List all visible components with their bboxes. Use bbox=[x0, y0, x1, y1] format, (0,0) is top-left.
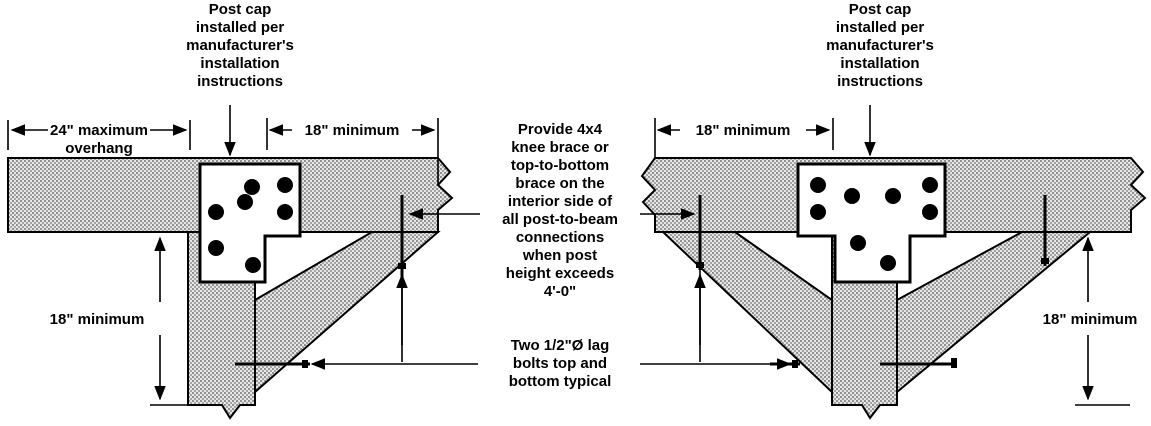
post-cap-line-1: Post cap bbox=[849, 1, 912, 18]
post-cap-line-4: installation bbox=[840, 55, 919, 72]
brace-note-line-8: when post bbox=[522, 247, 597, 264]
brace-note-line-3: top-to-bottom bbox=[511, 157, 609, 174]
lag-bolt-line-2: bolts top and bbox=[513, 355, 607, 372]
post-cap-line-3: manufacturer's bbox=[186, 37, 294, 54]
brace-note-line-5: interior side of bbox=[508, 193, 613, 210]
post-cap-line-3: manufacturer's bbox=[826, 37, 934, 54]
brace-note: Provide 4x4 knee brace or top-to-bottom … bbox=[502, 121, 618, 300]
left-post-cap-label: Post cap installed per manufacturer's in… bbox=[186, 1, 294, 90]
brace-note-line-10: 4'-0" bbox=[544, 283, 576, 300]
overhang-label-line-1: 24" maximum bbox=[50, 122, 148, 139]
lag-bolt-note: Two 1/2"Ø lag bolts top and bottom typic… bbox=[509, 337, 612, 390]
right-post-cap-label: Post cap installed per manufacturer's in… bbox=[826, 1, 934, 90]
right-top-18in-label: 18" minimum bbox=[696, 122, 791, 139]
lag-bolt-line-1: Two 1/2"Ø lag bbox=[511, 337, 610, 354]
post-cap-line-1: Post cap bbox=[209, 1, 272, 18]
right-vertical-18in-label: 18" minimum bbox=[1043, 311, 1138, 328]
left-post-cap bbox=[198, 162, 302, 284]
lag-bolt-line-3: bottom typical bbox=[509, 373, 612, 390]
right-cap-bolts bbox=[810, 177, 938, 271]
left-vertical-18in-label: 18" minimum bbox=[50, 311, 145, 328]
left-cap-bolts bbox=[208, 177, 293, 273]
brace-note-line-9: height exceeds bbox=[506, 265, 614, 282]
post-cap-line-5: instructions bbox=[197, 73, 283, 90]
brace-note-line-2: knee brace or bbox=[511, 139, 609, 156]
post-cap-line-4: installation bbox=[200, 55, 279, 72]
overhang-label-line-2: overhang bbox=[65, 140, 133, 157]
brace-note-line-1: Provide 4x4 bbox=[518, 121, 603, 138]
brace-note-line-7: connections bbox=[516, 229, 604, 246]
post-cap-line-2: installed per bbox=[836, 19, 925, 36]
brace-note-line-6: all post-to-beam bbox=[502, 211, 618, 228]
center-callout-arrows bbox=[310, 208, 792, 370]
right-left-brace bbox=[660, 231, 833, 395]
left-top-18in-label: 18" minimum bbox=[305, 122, 400, 139]
post-cap-line-5: instructions bbox=[837, 73, 923, 90]
left-knee-brace bbox=[254, 231, 441, 395]
right-post-cap bbox=[796, 162, 947, 284]
left-detail bbox=[7, 105, 454, 420]
brace-note-line-4: brace on the bbox=[515, 175, 604, 192]
post-cap-line-2: installed per bbox=[196, 19, 285, 36]
right-detail bbox=[640, 105, 1147, 420]
